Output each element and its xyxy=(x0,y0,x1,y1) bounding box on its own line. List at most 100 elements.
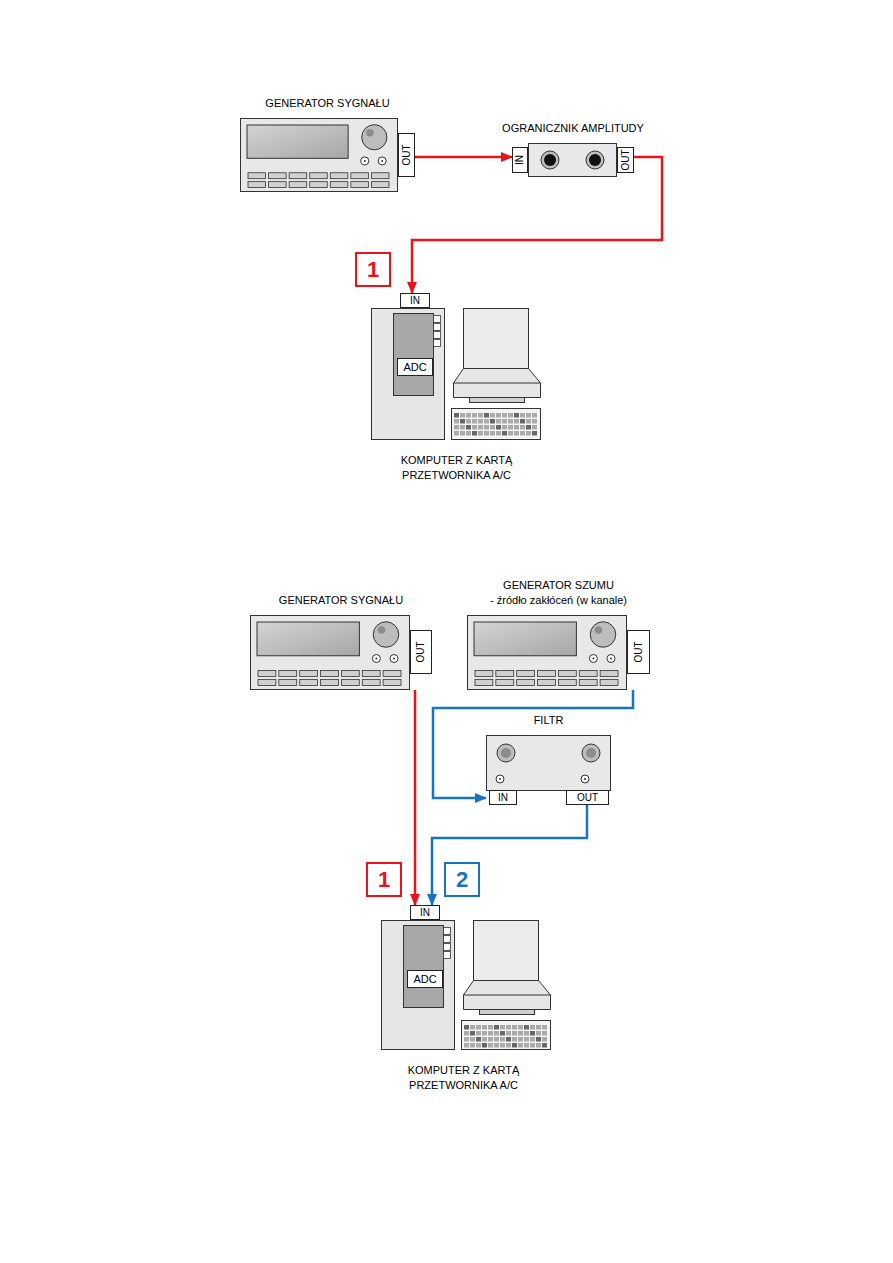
port-name: IN xyxy=(514,155,526,165)
keyboard-key xyxy=(536,1043,541,1048)
keyboard-key xyxy=(508,413,513,418)
keyboard-key xyxy=(454,425,459,430)
device-button xyxy=(279,680,297,686)
device-button xyxy=(248,182,266,188)
knob-center xyxy=(586,748,596,758)
keyboard-key xyxy=(478,419,483,424)
keyboard-key xyxy=(526,431,531,436)
keyboard xyxy=(462,1021,551,1050)
adc-card xyxy=(394,314,434,396)
socket-pin xyxy=(592,658,594,660)
keyboard-key xyxy=(460,413,465,418)
signal-wire xyxy=(415,156,512,159)
adc-box: ADC xyxy=(407,970,443,988)
monitor-screen xyxy=(464,309,529,369)
knob-mark xyxy=(366,129,374,137)
keyboard-key xyxy=(506,1043,511,1048)
keyboard-key xyxy=(482,1043,487,1048)
keyboard-key xyxy=(476,1031,481,1036)
device-button xyxy=(300,671,318,677)
keyboard-key xyxy=(482,1031,487,1036)
keyboard xyxy=(452,409,541,440)
device-knob xyxy=(497,744,515,762)
keyboard-key xyxy=(532,419,537,424)
port-label: IN xyxy=(410,905,440,920)
port-name: IN xyxy=(420,907,430,919)
keyboard-key xyxy=(520,431,525,436)
keyboard-key xyxy=(488,1037,493,1042)
device-button xyxy=(341,680,359,686)
keyboard-key xyxy=(484,431,489,436)
callout-number: 1 xyxy=(355,252,391,287)
keyboard-key xyxy=(454,413,459,418)
keyboard-key xyxy=(526,425,531,430)
keyboard-key xyxy=(466,431,471,436)
device-button xyxy=(248,173,266,179)
keyboard-key xyxy=(512,1025,517,1030)
device-button xyxy=(330,182,348,188)
keyboard-key xyxy=(526,413,531,418)
keyboard-key xyxy=(512,1043,517,1048)
port-label: IN xyxy=(400,293,430,308)
keyboard-key xyxy=(508,431,513,436)
keyboard-key xyxy=(494,1037,499,1042)
keyboard-key xyxy=(518,1031,523,1036)
socket-pin xyxy=(393,658,395,660)
device-illustration xyxy=(467,615,650,690)
device-node: GENERATOR SZUMU- źródło zakłóceń (w kana… xyxy=(467,615,650,690)
keyboard-key xyxy=(536,1037,541,1042)
device-knob xyxy=(582,744,600,762)
device-screen xyxy=(247,125,348,158)
keyboard-key xyxy=(512,1031,517,1036)
keyboard-key xyxy=(464,1025,469,1030)
keyboard-key xyxy=(514,431,519,436)
device-button xyxy=(310,173,328,179)
monitor-body xyxy=(464,981,551,1010)
card-connector xyxy=(444,936,451,943)
keyboard-key xyxy=(472,419,477,424)
device-button xyxy=(496,680,514,686)
device-title: KOMPUTER Z KARTĄ PRZETWORNIKA A/C xyxy=(387,453,527,483)
keyboard-key xyxy=(476,1037,481,1042)
device-socket xyxy=(581,775,589,783)
device-button xyxy=(579,680,597,686)
keyboard-key xyxy=(472,425,477,430)
keyboard-key xyxy=(460,431,465,436)
port-name: IN xyxy=(410,295,420,307)
device-button xyxy=(269,173,287,179)
keyboard-key xyxy=(518,1025,523,1030)
keyboard-key xyxy=(496,425,501,430)
device-illustration xyxy=(381,905,546,1050)
socket-pin xyxy=(584,778,586,780)
card-connector xyxy=(444,944,451,951)
device-body xyxy=(529,144,617,177)
device-socket xyxy=(378,157,386,165)
keyboard-key xyxy=(466,425,471,430)
keyboard-key xyxy=(472,413,477,418)
keyboard-key xyxy=(542,1031,547,1036)
device-button xyxy=(351,173,369,179)
port-name: OUT xyxy=(577,792,598,804)
keyboard-key xyxy=(524,1043,529,1048)
port-label: OUT xyxy=(566,790,609,805)
keyboard-key xyxy=(518,1043,523,1048)
knob-center xyxy=(501,748,511,758)
port-label: OUT xyxy=(410,630,432,674)
keyboard-key xyxy=(490,425,495,430)
device-button xyxy=(279,671,297,677)
monitor-body xyxy=(454,369,541,398)
callout-number: 2 xyxy=(444,862,480,897)
device-button xyxy=(496,671,514,677)
keyboard-key xyxy=(542,1037,547,1042)
device-body xyxy=(468,616,627,690)
card-connector xyxy=(434,332,441,339)
device-node: GENERATOR SYGNAŁUOUT xyxy=(240,118,415,192)
adc-card xyxy=(404,926,444,1008)
keyboard-key xyxy=(460,425,465,430)
keyboard-key xyxy=(470,1031,475,1036)
keyboard-key xyxy=(488,1043,493,1048)
keyboard-key xyxy=(472,431,477,436)
device-button xyxy=(517,671,535,677)
device-node: FILTRINOUT xyxy=(486,735,611,805)
